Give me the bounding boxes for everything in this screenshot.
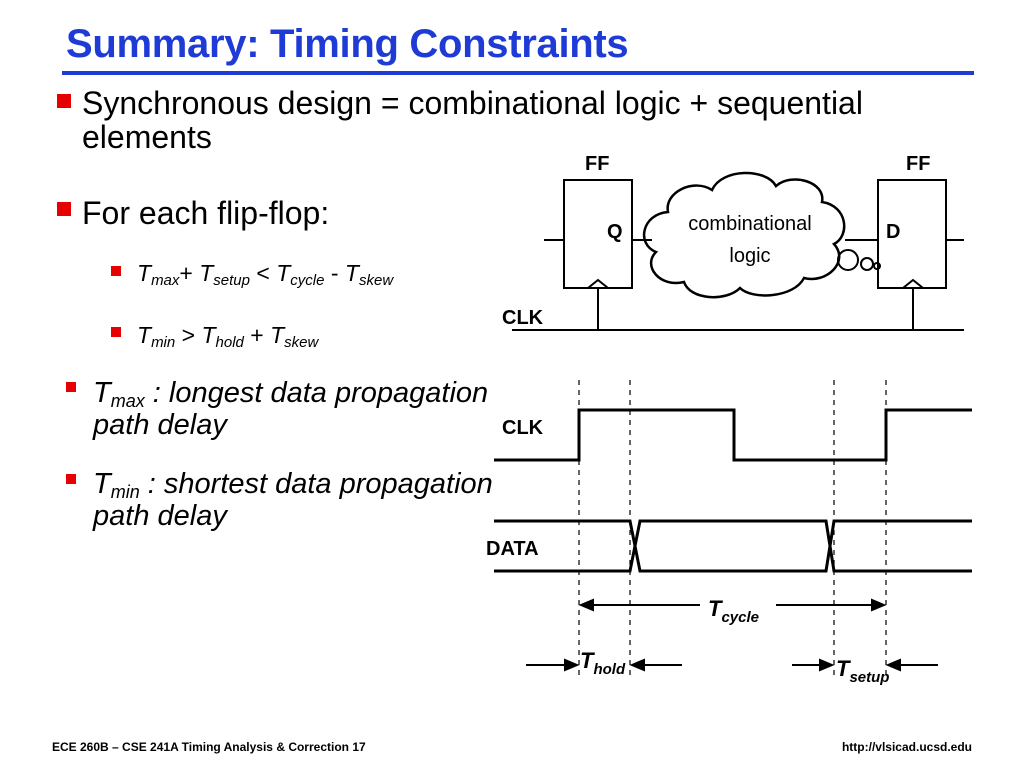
tcycle-label: Tcycle <box>708 596 759 626</box>
tmin-definition: Tmin : shortest data propagation path de… <box>93 468 493 532</box>
left-ff-clock-triangle <box>587 278 609 289</box>
circuit-schematic <box>512 171 964 331</box>
bullet-square-icon <box>57 202 71 216</box>
tcycle-arrow <box>578 598 887 612</box>
cloud-bubble-small <box>873 262 881 270</box>
tsetup-arrow <box>792 658 938 672</box>
tcycle-arrowhead-left <box>578 598 594 612</box>
bullet-square-icon <box>66 474 76 484</box>
bullet-synchronous-design: Synchronous design = combinational logic… <box>82 85 863 155</box>
tsetup-arrowhead-right <box>885 658 901 672</box>
bullet-square-icon <box>57 94 71 108</box>
cloud-bubble-large <box>837 249 859 271</box>
data-waveform-top-path <box>494 519 972 573</box>
footer-course-info: ECE 260B – CSE 241A Timing Analysis & Co… <box>52 740 366 754</box>
cloud-label-line1: combinational <box>688 213 811 235</box>
slide-title: Summary: Timing Constraints <box>66 22 629 66</box>
data-waveform-bottom-path <box>494 519 972 573</box>
circuit-clk-label: CLK <box>502 307 544 329</box>
d-pin-label: D <box>886 221 900 243</box>
sub-bullet-square-icon <box>111 327 121 337</box>
tsetup-arrowhead-left <box>819 658 835 672</box>
thold-arrowhead-left <box>564 658 580 672</box>
data-waveform <box>494 519 972 573</box>
right-ff-label: FF <box>906 153 930 175</box>
waveforms <box>494 380 972 676</box>
q-pin-label: Q <box>607 221 623 243</box>
bullet-square-icon <box>66 382 76 392</box>
setup-constraint: Tmax+ Tsetup < Tcycle - Tskew <box>137 260 394 289</box>
tcycle-arrowhead-right <box>871 598 887 612</box>
tmax-definition: Tmax : longest data propagation path del… <box>93 377 489 441</box>
cloud-label-line2: logic <box>729 245 770 267</box>
sub-bullet-square-icon <box>111 266 121 276</box>
cloud-bubble-medium <box>860 257 874 271</box>
title-underline <box>62 71 974 75</box>
waveform-data-label: DATA <box>486 538 539 560</box>
hold-constraint: Tmin > Thold + Tskew <box>137 322 319 351</box>
left-ff-label: FF <box>585 153 609 175</box>
tsetup-label: Tsetup <box>836 656 889 686</box>
waveform-clk-label: CLK <box>502 417 544 439</box>
right-ff-clock-triangle <box>902 278 924 289</box>
thold-arrowhead-right <box>629 658 645 672</box>
footer-url: http://vlsicad.ucsd.edu <box>841 740 972 754</box>
combinational-logic-cloud <box>642 171 846 299</box>
clk-waveform <box>494 408 972 462</box>
thold-arrow <box>526 658 682 672</box>
bullet-each-flip-flop: For each flip-flop: <box>82 195 330 231</box>
thold-label: Thold <box>580 648 626 678</box>
